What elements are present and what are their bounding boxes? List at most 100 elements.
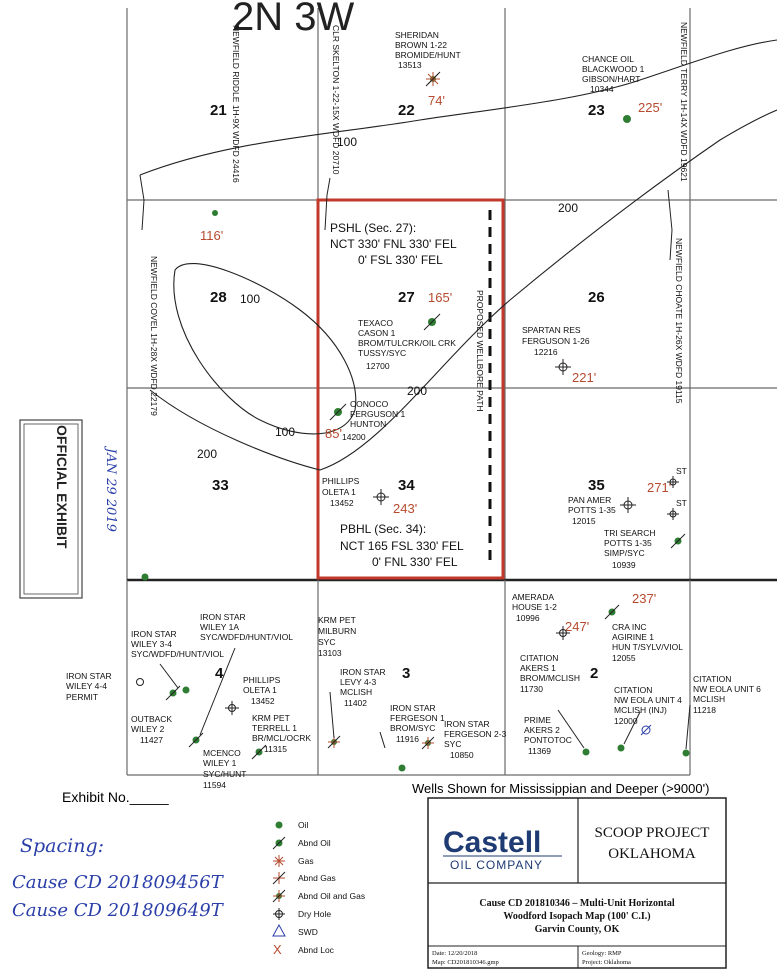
contour-label: 200 [558, 201, 578, 215]
pbhl-block: PBHL (Sec. 34): NCT 165 FSL 330' FEL 0' … [340, 522, 464, 569]
oil-well-symbol [182, 686, 190, 694]
svg-text:OFFICIAL EXHIBIT: OFFICIAL EXHIBIT [54, 425, 70, 549]
contour-label: 200 [197, 447, 217, 461]
contour-label: 100 [240, 292, 260, 306]
proposed-unit-box [316, 198, 505, 580]
isopach-value: 221' [572, 370, 596, 385]
contour-label: 100 [337, 135, 357, 149]
well-label-line: IRON STAR [131, 629, 177, 639]
abnd-oil-symbol [670, 533, 686, 549]
svg-text:X: X [273, 942, 282, 957]
svg-text:0' FSL 330' FEL: 0' FSL 330' FEL [358, 253, 443, 267]
well-label-line: CITATION [614, 685, 652, 695]
well-label-line: OUTBACK [131, 714, 172, 724]
pshl-block: PSHL (Sec. 27): NCT 330' FNL 330' FEL 0'… [330, 221, 457, 267]
well-label-line: AKERS 1 [520, 663, 556, 673]
section-22: 22 [398, 102, 415, 119]
abnd-oil-symbol [604, 604, 620, 620]
svg-text:Gas: Gas [298, 856, 314, 866]
well-label-line: SHERIDAN [395, 30, 439, 40]
svg-text:JAN 29 2019: JAN 29 2019 [103, 445, 118, 532]
well-label-line: PAN AMER [568, 495, 611, 505]
section-4: 4 [215, 665, 224, 682]
well-label-line: IRON STAR [390, 703, 436, 713]
svg-text:Woodford Isopach Map (100' C.I: Woodford Isopach Map (100' C.I.) [503, 911, 650, 922]
svg-text:Map: CD201810346.gmp: Map: CD201810346.gmp [432, 959, 499, 966]
well-label-line: SIMP/SYC [604, 548, 645, 558]
well-label-line: 14200 [342, 432, 366, 442]
well-label-line: 12000 [614, 716, 638, 726]
abnd-oil-symbol [251, 744, 267, 760]
svg-text:PSHL (Sec. 27):: PSHL (Sec. 27): [330, 221, 416, 235]
isopach-value: 247' [565, 619, 589, 634]
well-label-line: SYC [318, 637, 335, 647]
section-2: 2 [590, 665, 598, 682]
oil-well-symbol [617, 744, 625, 752]
well-label-line: POTTS 1-35 [604, 538, 652, 548]
well-label-line: 11369 [528, 746, 551, 756]
svg-text:Abnd Oil: Abnd Oil [298, 838, 331, 848]
well-label-line: PHILLIPS [322, 476, 360, 486]
well-label-line: BROM/MCLISH [520, 673, 580, 683]
well-label-line: 12216 [534, 347, 558, 357]
well-label-line: BR/MCL/OCRK [252, 733, 311, 743]
well-label-line: SYC/HUNT [203, 769, 246, 779]
well-label-line: AKERS 2 [524, 725, 560, 735]
section-35: 35 [588, 477, 605, 494]
svg-text:NCT 165 FSL 330' FEL: NCT 165 FSL 330' FEL [340, 539, 464, 553]
well-label-line: BROMIDE/HUNT [395, 50, 461, 60]
township-label: 2N 3W [232, 0, 354, 39]
well-label-line: 11218 [693, 705, 716, 715]
isopach-value: 237' [632, 591, 656, 606]
well-label-line: TERRELL 1 [252, 723, 297, 733]
well-label-line: TRI SEARCH [604, 528, 655, 538]
abnd-oil-symbol [423, 313, 441, 331]
svg-text:Dry Hole: Dry Hole [298, 909, 331, 919]
section-21: 21 [210, 102, 227, 119]
svg-text:NCT 330' FNL 330' FEL: NCT 330' FNL 330' FEL [330, 237, 457, 251]
well-label-line: SYC/WDFD/HUNT/VIOL [200, 632, 293, 642]
well-labels: SHERIDAN BROWN 1-22 BROMIDE/HUNT 13513 C… [66, 30, 761, 790]
isopach-value: 74' [428, 93, 445, 108]
well-label-line: WILEY 3-4 [131, 639, 172, 649]
section-33: 33 [212, 477, 229, 494]
well-label-line: IRON STAR [444, 719, 490, 729]
lateral-label: NEWFIELD RIDDLE 1H-9X WDFD 24416 [231, 25, 241, 183]
dry-hole-symbol [620, 497, 636, 513]
well-label-line: 13103 [318, 648, 342, 658]
well-label-line: BROM/TULCRK/OIL CRK [358, 338, 456, 348]
well-label-line: NW EOLA UNIT 6 [693, 684, 761, 694]
well-label-line: PRIME [524, 715, 551, 725]
isopach-value: 85' [325, 426, 342, 441]
well-label-line: OLETA 1 [322, 487, 356, 497]
well-label-line: KRM PET [252, 713, 290, 723]
svg-text:SCOOP PROJECT: SCOOP PROJECT [595, 825, 710, 841]
well-label-line: TEXACO [358, 318, 393, 328]
isopach-contours [139, 39, 777, 471]
official-exhibit-stamp: OFFICIAL EXHIBIT JAN 29 2019 [19, 419, 118, 599]
isopach-value: 225' [638, 100, 662, 115]
injection-symbol [640, 724, 652, 736]
svg-text:PBHL (Sec. 34):: PBHL (Sec. 34): [340, 522, 426, 536]
oil-well-symbol [398, 764, 406, 772]
svg-text:OIL COMPANY: OIL COMPANY [450, 858, 543, 872]
abnd-oil-symbol [165, 685, 181, 701]
well-label-line: PERMIT [66, 692, 98, 702]
abnd-oil-gas-symbol [327, 735, 341, 749]
well-label-line: AGIRINE 1 [612, 632, 654, 642]
lateral-label: NEWFIELD TERRY 1H-14X WDFD 19621 [679, 22, 689, 182]
svg-text:Geology: RMP: Geology: RMP [582, 950, 622, 957]
well-label-line: 13452 [251, 696, 275, 706]
permit-symbol [136, 678, 144, 686]
oil-well-symbol [582, 748, 590, 756]
well-label-line: 11730 [520, 684, 543, 694]
oil-well-symbol [682, 749, 690, 757]
well-label-line: IRON STAR [200, 612, 246, 622]
svg-text:Abnd Oil and Gas: Abnd Oil and Gas [298, 891, 365, 901]
wells-shown-note: Wells Shown for Mississippian and Deeper… [412, 781, 709, 796]
well-label-line: 11594 [203, 780, 226, 790]
svg-text:0' FNL 330' FEL: 0' FNL 330' FEL [372, 555, 458, 569]
well-label-line: SYC [444, 739, 461, 749]
well-label-line: MCLISH (INJ) [614, 705, 667, 715]
